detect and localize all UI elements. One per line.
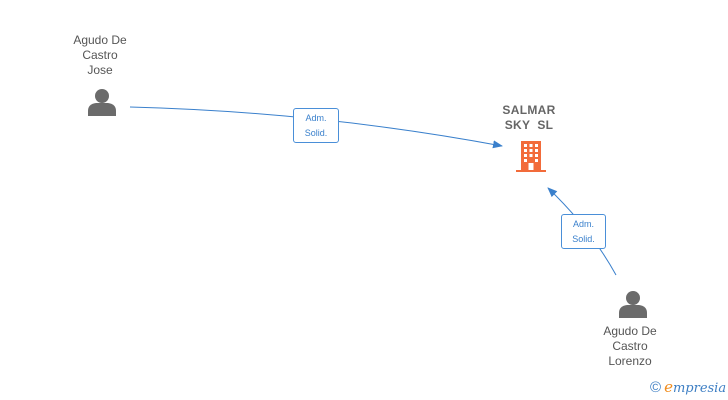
person-icon[interactable]	[86, 87, 118, 117]
person-lorenzo-label[interactable]: Agudo De Castro Lorenzo	[603, 324, 657, 368]
edge-role-label[interactable]: Adm. Solid.	[561, 214, 606, 249]
company-label[interactable]: SALMAR SKY SL	[502, 103, 556, 132]
person-icon[interactable]	[617, 289, 649, 319]
brand-initial: e	[664, 378, 673, 396]
brand-name: mpresia	[672, 381, 727, 396]
copyright-icon: ©	[650, 379, 662, 396]
person-jose-label[interactable]: Agudo De Castro Jose	[73, 33, 127, 77]
building-icon[interactable]	[513, 138, 549, 174]
edge-role-label[interactable]: Adm. Solid.	[293, 108, 339, 143]
brand-logo: ©empresia	[650, 378, 726, 396]
